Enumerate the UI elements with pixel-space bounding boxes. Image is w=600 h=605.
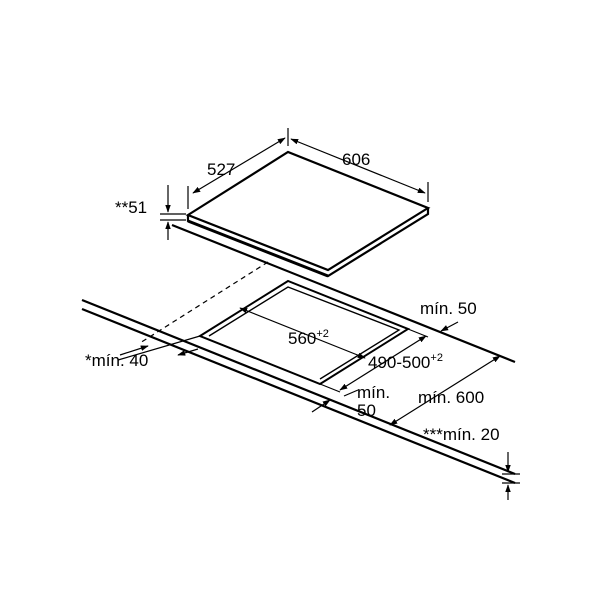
label-cutout-width: 560+2: [288, 328, 329, 348]
label-cutout-depth: 490-500+2: [368, 352, 443, 372]
dim-min-rear: [440, 321, 459, 332]
dim-min-side: [117, 335, 201, 361]
label-hob-depth: 527: [207, 160, 235, 179]
dim-min-thickness: [502, 452, 520, 500]
dim-cutout-depth: [319, 328, 429, 393]
worktop: [81, 223, 516, 485]
label-min-side: *mín. 40: [85, 351, 148, 370]
dim-hob-depth: [187, 128, 289, 209]
worktop-front-bottom: [81, 307, 516, 485]
label-hob-width: 606: [342, 150, 370, 169]
label-min-front-line2: 50: [357, 401, 376, 420]
dim-min-front: [311, 389, 359, 413]
dim-min-600: [389, 355, 501, 426]
cooktop-front-bottom: [187, 219, 329, 278]
label-min-wall: mín. 600: [418, 388, 484, 407]
worktop-front-top: [81, 298, 516, 476]
label-hob-thickness: **51: [115, 198, 147, 217]
label-min-rear: mín. 50: [420, 299, 477, 318]
worktop-back-edge: [171, 223, 516, 364]
dim-hob-thickness: [160, 185, 186, 240]
dim-hob-width: [290, 138, 429, 202]
worktop-hidden-edge: [139, 261, 269, 344]
label-min-thickness: ***mín. 20: [423, 425, 500, 444]
label-min-front-line1: mín.: [357, 383, 390, 402]
